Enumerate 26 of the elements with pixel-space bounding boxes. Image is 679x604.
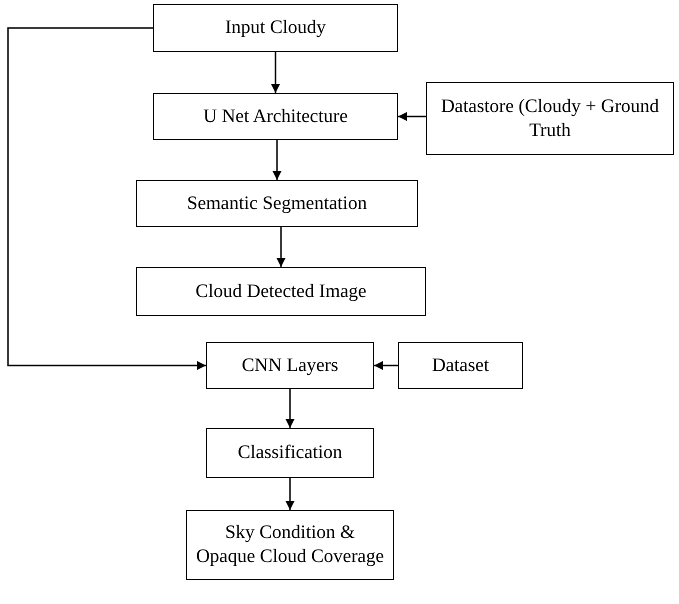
box-label: U Net Architecture	[203, 104, 348, 128]
arrow	[276, 227, 286, 267]
process-box	[426, 82, 674, 155]
box-label: Datastore (Cloudy + Ground Truth	[440, 94, 660, 142]
process-box	[153, 93, 398, 140]
box-label: CNN Layers	[242, 354, 338, 378]
process-box	[206, 428, 374, 478]
process-box	[186, 510, 394, 580]
box-label: Sky Condition & Opaque Cloud Coverage	[195, 521, 385, 569]
arrow	[7, 27, 206, 370]
process-box	[136, 267, 426, 316]
process-box	[398, 342, 523, 389]
process-box	[136, 180, 418, 227]
arrow	[374, 361, 398, 370]
arrow	[271, 52, 280, 93]
box-label: Classification	[238, 441, 342, 465]
arrow	[286, 389, 294, 428]
process-box	[206, 342, 374, 389]
arrow	[286, 478, 294, 510]
box-label: Cloud Detected Image	[196, 280, 366, 304]
process-box	[153, 4, 398, 52]
arrow	[272, 140, 282, 180]
box-label: Input Cloudy	[225, 16, 326, 40]
arrow	[398, 112, 426, 121]
box-label: Semantic Segmentation	[187, 192, 367, 216]
box-label: Dataset	[432, 354, 489, 378]
